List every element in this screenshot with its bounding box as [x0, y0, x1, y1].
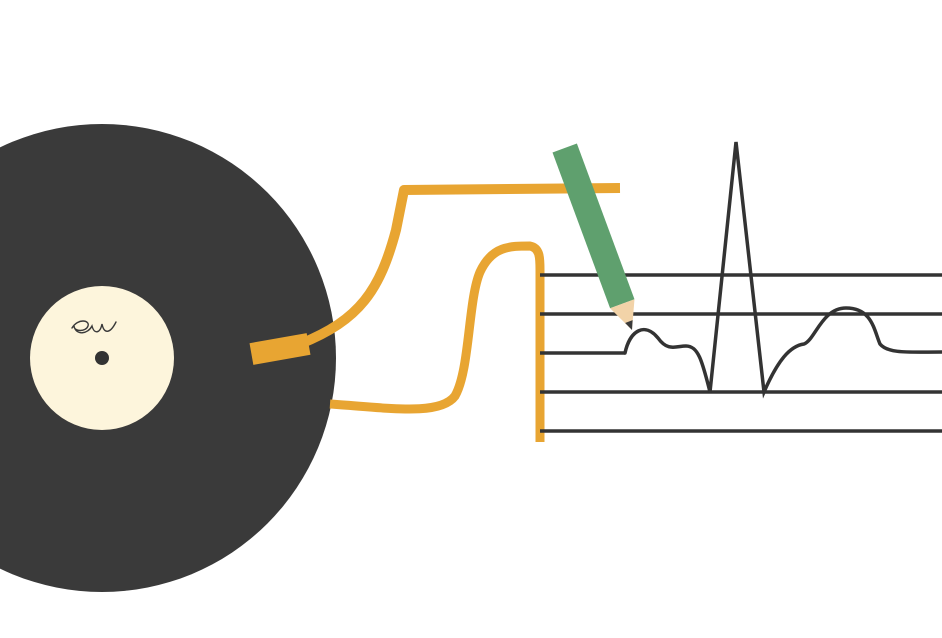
heartbeat-waveform-icon [623, 141, 942, 399]
label-signature-ev [71, 320, 117, 334]
music-staff-icon [540, 273, 942, 433]
spindle-hole [95, 351, 109, 365]
pencil-body [552, 143, 635, 309]
tonearm-bottom-wire [329, 241, 545, 442]
tonearm-headshell [249, 333, 311, 365]
vinyl-record-icon [0, 124, 336, 592]
tonearm-top-wire [298, 183, 621, 349]
pencil-lead [625, 320, 633, 330]
pencil-icon [552, 143, 635, 330]
tonearm-cable-icon [249, 183, 621, 442]
